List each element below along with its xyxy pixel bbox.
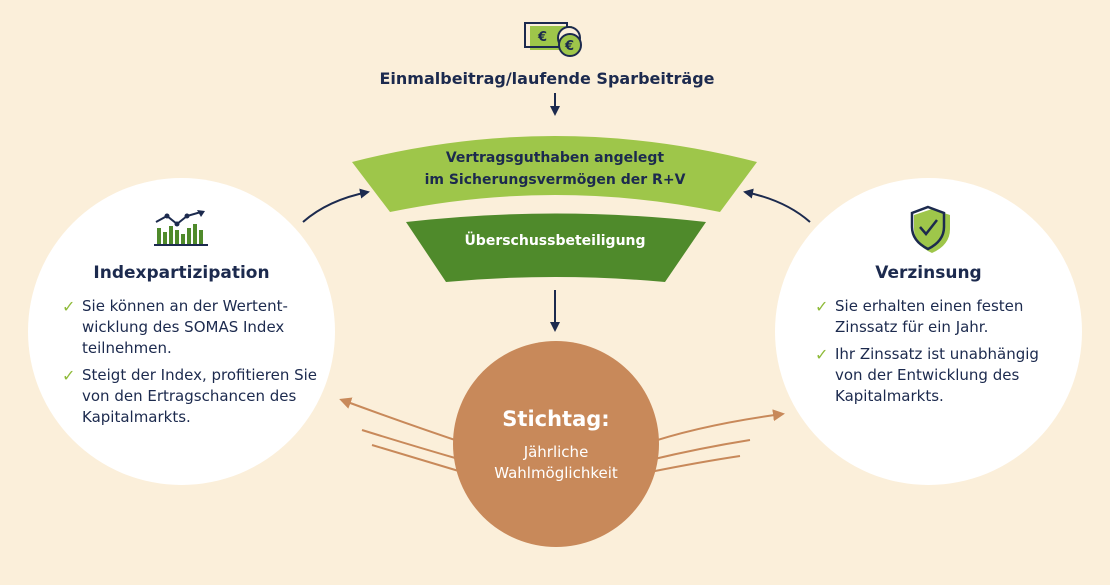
left-swoosh-1 xyxy=(339,397,471,446)
left-bullet: ✓Steigt der Index, profitieren Sie von d… xyxy=(62,366,318,426)
stock-chart-icon xyxy=(154,210,208,246)
left-bullet: ✓Sie können an der Wertent-wicklung des … xyxy=(62,297,288,357)
right-title: Verzinsung xyxy=(875,263,982,283)
band-line-2: im Sicherungsvermögen der R+V xyxy=(424,172,686,188)
band-text: Vertragsguthaben angelegt im Sicherungsv… xyxy=(400,147,710,191)
right-circle: Verzinsung ✓Sie erhalten einen festen Zi… xyxy=(775,178,1082,485)
left-swoosh-2 xyxy=(361,429,463,461)
left-bullet-list: ✓Sie können an der Wertent-wicklung des … xyxy=(62,296,322,434)
trapezoid-label: Überschussbeteiligung xyxy=(464,233,646,249)
money-euro-icon: € € xyxy=(524,22,582,57)
stichtag-circle: Stichtag: Jährliche Wahlmöglichkeit xyxy=(453,341,659,547)
stichtag-subtitle: Jährliche Wahlmöglichkeit xyxy=(494,443,618,482)
right-swoosh-1 xyxy=(641,409,785,446)
check-icon: ✓ xyxy=(62,297,76,316)
right-bullet-list: ✓Sie erhalten einen festen Zinssatz für … xyxy=(815,296,1065,413)
svg-text:€: € xyxy=(537,30,547,45)
left-circle: Indexpartizipation ✓Sie können an der We… xyxy=(28,178,335,485)
right-bullet: ✓Sie erhalten einen festen Zinssatz für … xyxy=(815,297,1024,336)
left-up-arrow xyxy=(302,188,370,223)
check-icon: ✓ xyxy=(62,366,76,385)
right-up-arrow xyxy=(743,188,811,223)
left-title: Indexpartizipation xyxy=(93,263,270,283)
svg-text:€: € xyxy=(564,39,574,54)
ueberschuss-trapezoid xyxy=(406,213,706,282)
check-icon: ✓ xyxy=(815,345,829,364)
check-icon: ✓ xyxy=(815,297,829,316)
right-bullet: ✓Ihr Zinssatz ist unabhängig von der Ent… xyxy=(815,345,1039,405)
guthaben-band xyxy=(352,136,757,212)
shield-check-icon xyxy=(910,205,950,253)
band-line-1: Vertragsguthaben angelegt xyxy=(445,150,665,166)
left-swoosh-3 xyxy=(371,444,463,473)
top-label: Einmalbeitrag/laufende Sparbeiträge xyxy=(379,69,715,88)
stichtag-title: Stichtag: xyxy=(502,407,610,431)
right-swoosh-3 xyxy=(649,455,741,473)
right-swoosh-2 xyxy=(649,439,751,461)
